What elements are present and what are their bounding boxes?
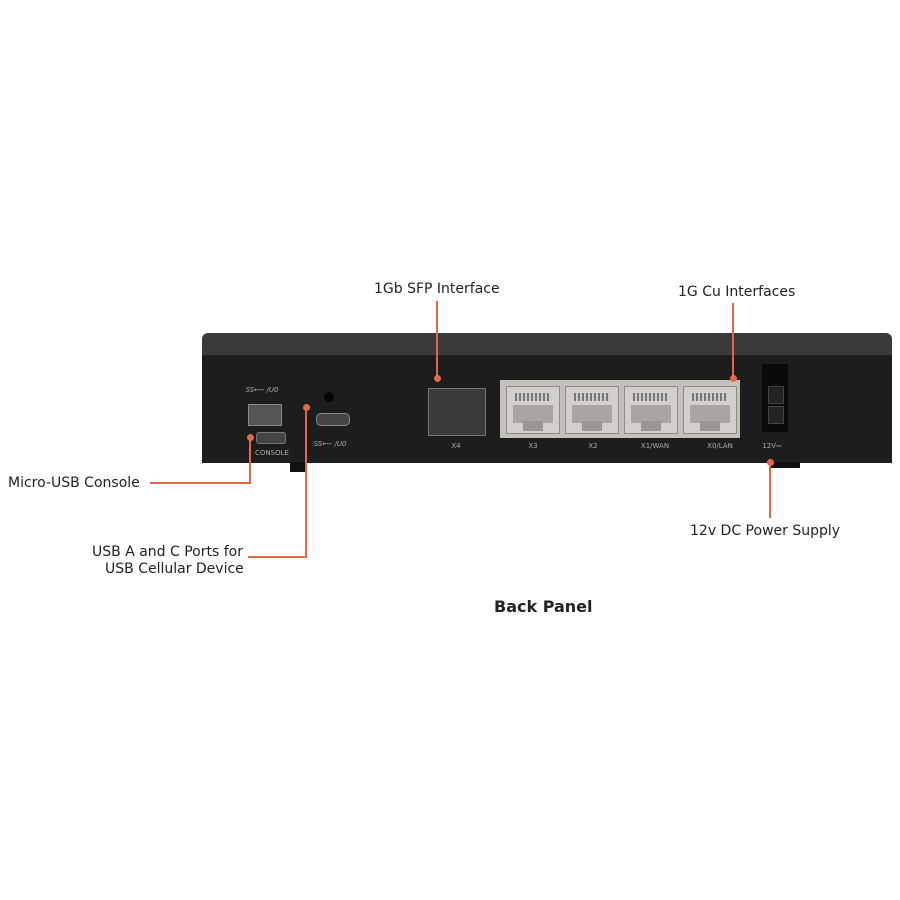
rj45-port-block — [500, 380, 740, 438]
usb-c-label: SS⟵ /U0 — [313, 440, 347, 448]
power-connector — [762, 364, 788, 432]
x0-label: X0/LAN — [707, 442, 733, 450]
caption: Back Panel — [494, 597, 593, 616]
callout-dot-cu — [730, 375, 737, 382]
leader-line-console-h — [150, 482, 251, 484]
rj45-port-x0 — [683, 386, 737, 434]
leader-line-usb-v — [305, 407, 307, 558]
usb-c-port — [316, 413, 350, 426]
leader-line-console-v — [249, 437, 251, 484]
device-foot-right — [770, 462, 800, 468]
callout-dot-console — [247, 434, 254, 441]
audio-hole — [324, 392, 334, 402]
callout-power: 12v DC Power Supply — [690, 523, 841, 539]
leader-line-sfp — [436, 301, 438, 378]
micro-usb-console-port — [256, 432, 286, 444]
callout-usb-line1: USB A and C Ports for — [92, 544, 243, 560]
power-label: 12V⎓ — [762, 442, 782, 450]
callout-cu: 1G Cu Interfaces — [678, 284, 796, 300]
leader-line-usb-h — [248, 556, 307, 558]
console-label: CONSOLE — [255, 449, 289, 457]
x4-label: X4 — [451, 442, 461, 450]
leader-line-power — [769, 462, 771, 518]
sfp-port — [428, 388, 486, 436]
callout-dot-sfp — [434, 375, 441, 382]
rj45-port-x2 — [565, 386, 619, 434]
callout-usb-line2: USB Cellular Device — [105, 561, 244, 577]
usb-a-label: SS⟵ /U0 — [245, 386, 279, 394]
rj45-port-x1 — [624, 386, 678, 434]
x1-label: X1/WAN — [640, 442, 670, 450]
x3-label: X3 — [528, 442, 538, 450]
rj45-port-x3 — [506, 386, 560, 434]
callout-console: Micro-USB Console — [8, 475, 140, 491]
x2-label: X2 — [588, 442, 598, 450]
device-top-edge — [202, 333, 892, 355]
callout-dot-usb — [303, 404, 310, 411]
callout-sfp: 1Gb SFP Interface — [374, 281, 500, 297]
leader-line-cu — [732, 303, 734, 378]
usb-a-port — [248, 404, 282, 426]
device-foot-left — [290, 462, 306, 472]
